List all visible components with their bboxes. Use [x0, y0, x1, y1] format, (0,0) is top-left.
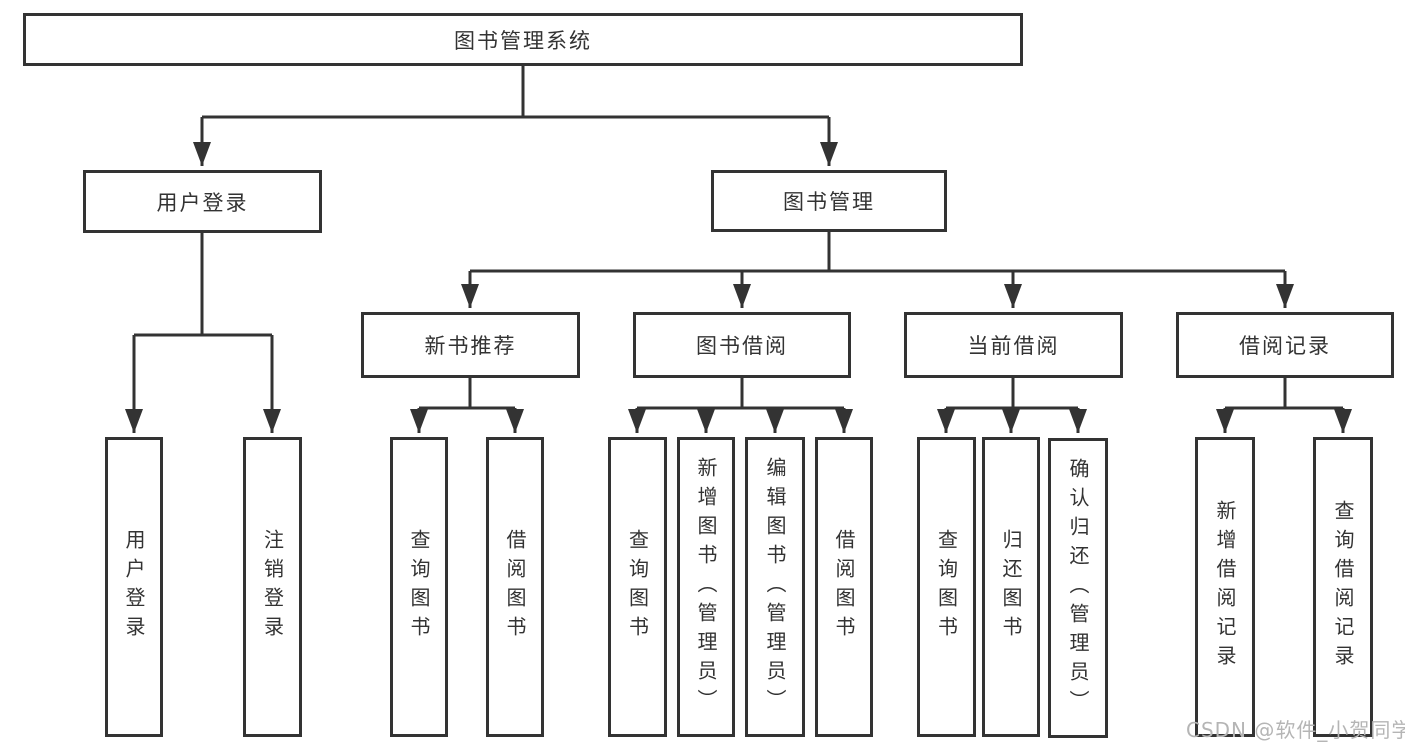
node-borrow-records: 借阅记录 [1176, 312, 1394, 378]
leaf-borrowing-borrow-books: 借阅图书 [815, 437, 873, 737]
leaf-newbook-search-books: 查询图书 [390, 437, 448, 737]
leaf-borrowing-search-books-label: 查询图书 [625, 529, 650, 645]
leaf-search-borrow-record-label: 查询借阅记录 [1331, 500, 1355, 674]
leaf-user-login-label: 用户登录 [122, 529, 146, 645]
leaf-current-search-books-label: 查询图书 [934, 529, 959, 645]
leaf-add-borrow-record: 新增借阅记录 [1195, 437, 1255, 737]
leaf-return-books: 归还图书 [982, 437, 1040, 737]
node-new-book-recommend-label: 新书推荐 [424, 334, 517, 358]
node-book-management-label: 图书管理 [783, 190, 875, 214]
leaf-search-borrow-record: 查询借阅记录 [1313, 437, 1373, 737]
leaf-newbook-borrow-books-label: 借阅图书 [503, 529, 527, 645]
leaf-user-login: 用户登录 [105, 437, 163, 737]
leaf-current-search-books: 查询图书 [917, 437, 976, 737]
leaf-edit-books-admin-label: 编辑图书（管理员） [763, 456, 787, 718]
leaf-return-books-label: 归还图书 [999, 529, 1023, 645]
leaf-newbook-search-books-label: 查询图书 [407, 529, 431, 645]
node-user-login-group: 用户登录 [83, 170, 322, 233]
node-user-login-group-label: 用户登录 [156, 190, 249, 215]
csdn-watermark: CSDN @软件_小贺同学 [1186, 718, 1405, 742]
node-library-system: 图书管理系统 [23, 13, 1023, 66]
leaf-logout-label: 注销登录 [260, 529, 285, 645]
node-current-borrowing: 当前借阅 [904, 312, 1123, 378]
node-new-book-recommend: 新书推荐 [361, 312, 580, 378]
leaf-add-books-admin: 新增图书（管理员） [677, 437, 735, 737]
leaf-add-books-admin-label: 新增图书（管理员） [694, 456, 718, 718]
leaf-newbook-borrow-books: 借阅图书 [486, 437, 544, 737]
leaf-confirm-return-admin: 确认归还（管理员） [1048, 438, 1108, 738]
node-book-borrowing-label: 图书借阅 [696, 334, 788, 358]
node-current-borrowing-label: 当前借阅 [967, 334, 1060, 358]
leaf-logout: 注销登录 [243, 437, 302, 737]
leaf-confirm-return-admin-label: 确认归还（管理员） [1066, 457, 1090, 719]
node-book-borrowing: 图书借阅 [633, 312, 851, 378]
leaf-edit-books-admin: 编辑图书（管理员） [745, 437, 805, 737]
leaf-borrowing-borrow-books-label: 借阅图书 [832, 529, 856, 645]
node-book-management: 图书管理 [711, 170, 947, 232]
leaf-add-borrow-record-label: 新增借阅记录 [1213, 500, 1237, 674]
node-borrow-records-label: 借阅记录 [1239, 334, 1331, 358]
node-library-system-label: 图书管理系统 [454, 28, 592, 53]
leaf-borrowing-search-books: 查询图书 [608, 437, 667, 737]
